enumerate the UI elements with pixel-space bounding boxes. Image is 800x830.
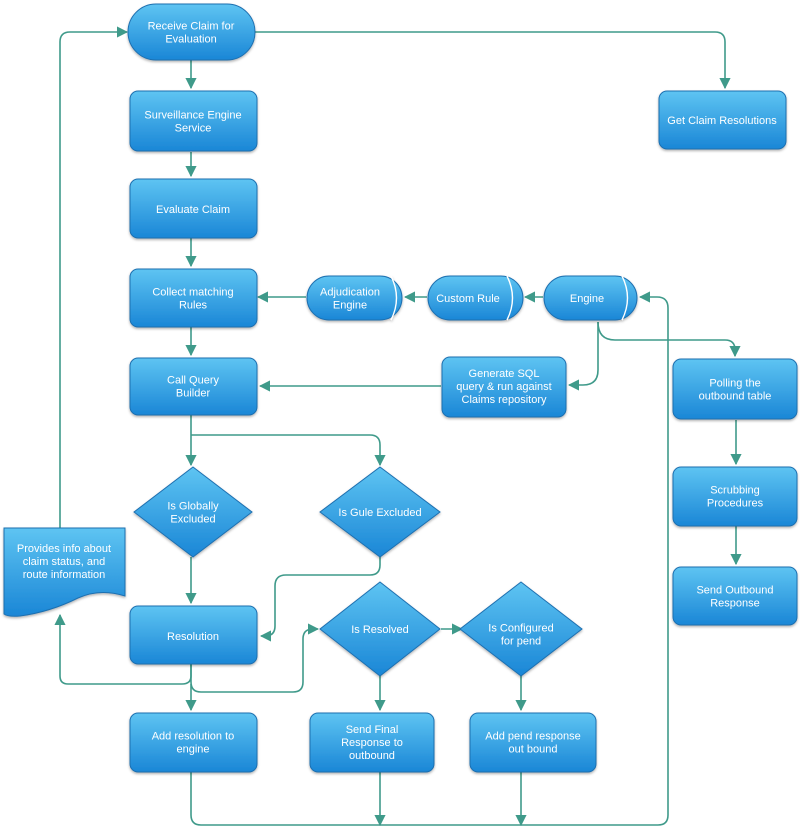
send-final-label-line: outbound	[349, 750, 395, 762]
evaluate-claim-label-line: Evaluate Claim	[156, 204, 230, 216]
adjudication-engine-label-line: Adjudication	[320, 287, 380, 299]
scrubbing-label-line: Procedures	[707, 498, 764, 510]
edge-receive-to-get-resolutions	[255, 31, 731, 90]
resolution-label-line: Resolution	[167, 631, 219, 643]
node-is-resolved: Is Resolved	[319, 581, 441, 677]
is-configured-pend-label-line: Is Configured	[488, 623, 553, 635]
receive-claim-label-line: Receive Claim for	[148, 21, 235, 33]
resolution-label: Resolution	[167, 631, 219, 643]
provides-info-label-line: route information	[23, 569, 106, 581]
edge-bottom-collector	[190, 291, 669, 826]
add-resolution-label-line: Add resolution to	[152, 731, 235, 743]
get-claim-resolutions-label-line: Get Claim Resolutions	[667, 115, 777, 127]
edge-resolution-to-is-resolved	[190, 623, 320, 693]
engine-label-line: Engine	[570, 293, 604, 305]
is-resolved-label: Is Resolved	[351, 624, 408, 636]
node-is-gule-excluded: Is Gule Excluded	[319, 466, 441, 558]
node-engine: Engine	[543, 275, 638, 321]
polling-outbound-label-line: Polling the	[709, 378, 760, 390]
add-pend-label-line: out bound	[509, 744, 558, 756]
globally-excluded-label-line: Is Globally	[167, 501, 219, 513]
generate-sql-label-line: query & run against	[456, 381, 551, 393]
is-resolved-label-line: Is Resolved	[351, 624, 408, 636]
generate-sql-label-line: Claims repository	[462, 394, 547, 406]
node-custom-rule: Custom Rule	[427, 275, 524, 321]
collect-rules-label-line: Collect matching	[152, 287, 233, 299]
receive-claim-label-line: Evaluation	[165, 34, 216, 46]
evaluate-claim-label: Evaluate Claim	[156, 204, 230, 216]
gule-excluded-label-line: Is Gule Excluded	[338, 507, 421, 519]
add-resolution-label-line: engine	[176, 744, 209, 756]
edge-query-builder-to-gule-excluded	[191, 434, 386, 467]
adjudication-engine-label-line: Engine	[333, 300, 367, 312]
call-query-builder-label-line: Builder	[176, 388, 211, 400]
polling-outbound-label-line: outbound table	[699, 391, 772, 403]
collect-rules-label-line: Rules	[179, 300, 208, 312]
generate-sql-label-line: Generate SQL	[469, 368, 540, 380]
edge-engine-to-generate-sql	[567, 322, 599, 391]
send-final-label-line: Response to	[341, 737, 403, 749]
is-configured-pend-label-line: for pend	[501, 636, 541, 648]
add-pend-label-line: Add pend response	[485, 731, 580, 743]
provides-info-label-line: Provides info about	[17, 543, 111, 555]
provides-info-label-line: claim status, and	[23, 556, 106, 568]
edge-engine-to-polling	[597, 321, 741, 358]
send-outbound-label-line: Response	[710, 598, 760, 610]
scrubbing-label-line: Scrubbing	[710, 485, 760, 497]
call-query-builder-label-line: Call Query	[167, 375, 219, 387]
node-get-claim-resolutions: Get Claim Resolutions	[658, 90, 787, 150]
node-evaluate-claim: Evaluate Claim	[129, 178, 258, 239]
custom-rule-label: Custom Rule	[436, 293, 500, 305]
surveillance-engine-label-line: Service	[175, 123, 212, 135]
surveillance-engine-label-line: Surveillance Engine	[144, 110, 241, 122]
gule-excluded-label: Is Gule Excluded	[338, 507, 421, 519]
edge-provides-info-to-receive	[59, 26, 129, 528]
get-claim-resolutions-label: Get Claim Resolutions	[667, 115, 777, 127]
connector-lines	[54, 26, 742, 827]
send-final-label-line: Send Final	[346, 724, 399, 736]
engine-label: Engine	[570, 293, 604, 305]
edge-gule-excluded-to-resolution	[259, 557, 381, 642]
node-resolution: Resolution	[129, 605, 258, 665]
custom-rule-label-line: Custom Rule	[436, 293, 500, 305]
globally-excluded-label-line: Excluded	[170, 514, 215, 526]
send-outbound-label-line: Send Outbound	[696, 585, 773, 597]
